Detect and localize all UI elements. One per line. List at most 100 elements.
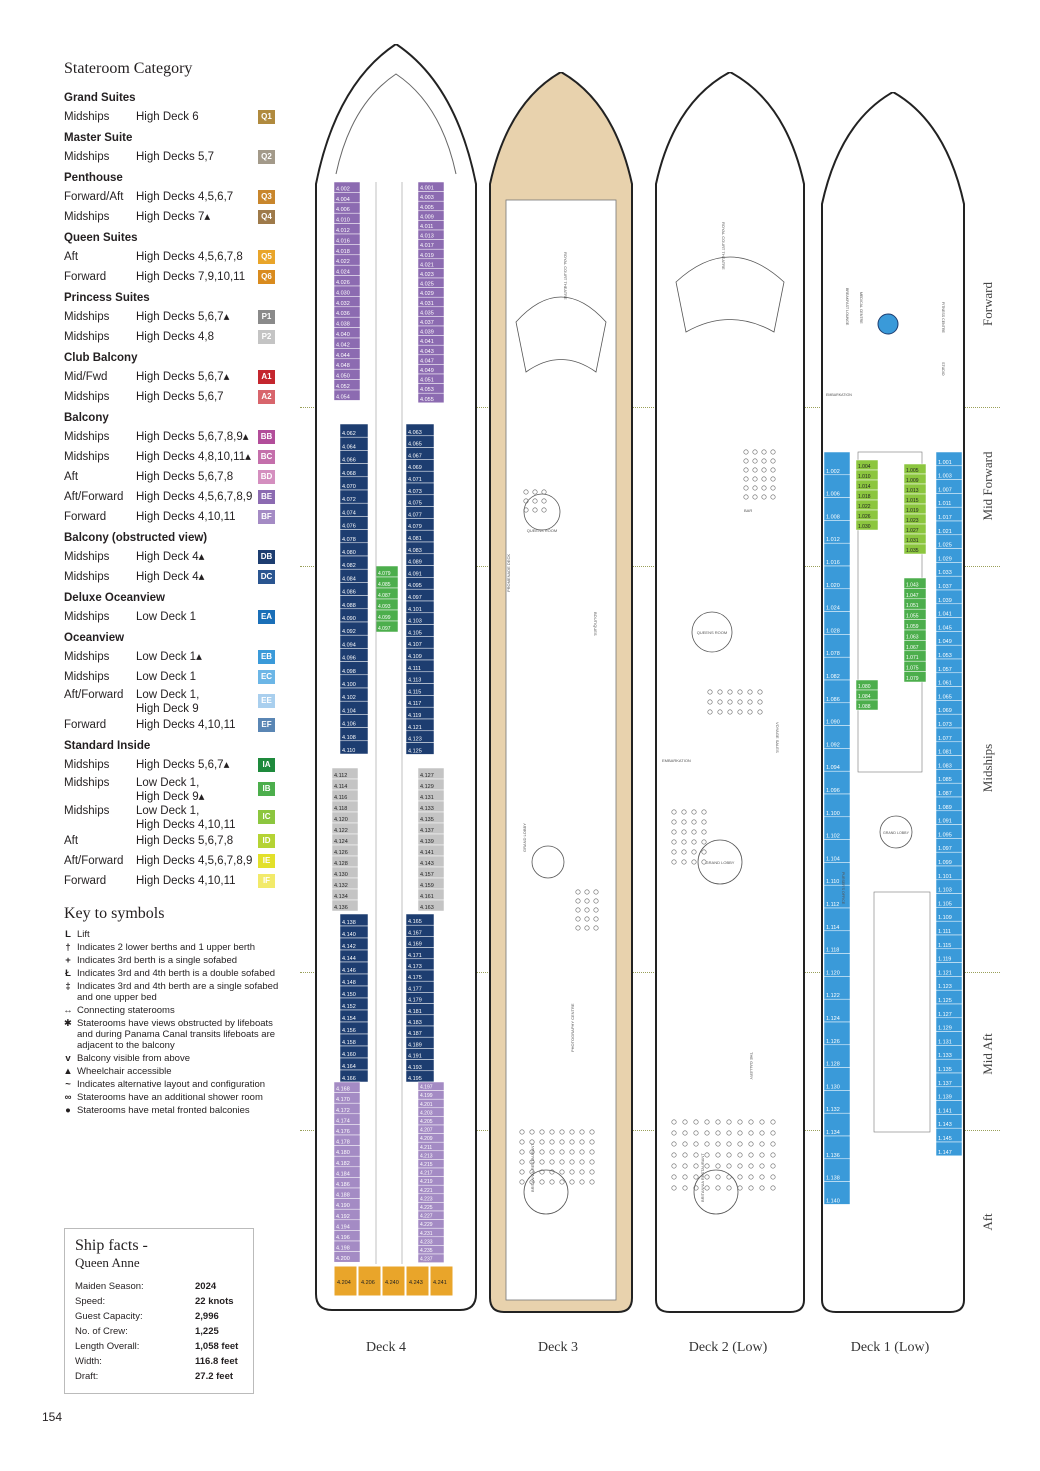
stateroom-number: 1.039 — [938, 598, 952, 604]
stateroom-number: 4.010 — [336, 218, 350, 224]
stateroom-number: 4.184 — [336, 1171, 350, 1177]
stateroom-number: 4.183 — [408, 1020, 422, 1026]
stateroom-number: 1.126 — [826, 1039, 840, 1045]
dining-table — [549, 1179, 555, 1185]
dining-table — [737, 1163, 743, 1169]
stateroom-number: 4.219 — [420, 1179, 433, 1185]
lounge-table — [681, 829, 687, 835]
category-code-badge: P2 — [258, 330, 275, 344]
stateroom-number: 1.035 — [906, 548, 919, 554]
deck-1-hull — [821, 92, 965, 1313]
stateroom-number: 4.166 — [342, 1076, 356, 1082]
stateroom-number: 1.078 — [826, 651, 840, 657]
stateroom-number: 4.104 — [342, 708, 356, 714]
category-code-badge: BE — [258, 490, 275, 504]
royal-court-theatre-seating — [675, 256, 785, 333]
ship-name: Queen Anne — [75, 1255, 140, 1270]
stateroom-number: 4.165 — [408, 919, 422, 925]
stateroom-number: 4.041 — [420, 339, 434, 345]
venue-royal-court-theatre: ROYAL COURT THEATRE — [721, 222, 726, 270]
category-decks: Low Deck 1, High Decks 4,10,11 — [136, 805, 236, 831]
dining-table — [549, 1149, 555, 1155]
stateroom-number: 4.215 — [420, 1162, 433, 1168]
dining-table — [519, 1139, 525, 1145]
stateroom-number: 1.086 — [826, 697, 840, 703]
key-text: Staterooms have metal fronted balconies — [77, 1105, 250, 1116]
stateroom-number: 1.087 — [938, 791, 952, 797]
stateroom-cell — [333, 389, 361, 401]
bar-table — [743, 449, 749, 455]
stateroom-number: 4.163 — [420, 905, 434, 911]
category-code-badge: BD — [258, 470, 275, 484]
bar-table — [743, 476, 749, 482]
stateroom-number: 4.063 — [408, 430, 422, 436]
dining-table — [759, 1119, 765, 1125]
venue-the-gallery: THE GALLERY — [749, 1052, 754, 1080]
stateroom-cell — [331, 899, 359, 912]
stateroom-number: 4.187 — [408, 1031, 422, 1037]
stateroom-cell — [429, 1265, 454, 1297]
stateroom-number: 1.057 — [938, 667, 952, 673]
britannia-restaurant — [693, 1169, 739, 1215]
queens-room — [523, 493, 561, 531]
stateroom-number: 4.004 — [336, 197, 350, 203]
category-location: Midships — [64, 759, 110, 771]
dining-table — [748, 1163, 754, 1169]
stateroom-number: 1.065 — [938, 694, 952, 700]
stateroom-number: 4.106 — [342, 722, 356, 728]
stateroom-number: 4.107 — [408, 642, 422, 648]
dining-table — [579, 1179, 585, 1185]
dining-table — [693, 1185, 699, 1191]
bar-table — [584, 898, 590, 904]
bar-table — [752, 476, 758, 482]
stateroom-number: 4.097 — [378, 626, 391, 632]
deck-1-plan: 1.0021.0061.0081.0121.0161.0201.0241.028… — [821, 92, 965, 1313]
key-symbol-icon: ↔ — [63, 1005, 73, 1016]
dining-table — [737, 1185, 743, 1191]
ship-fact-value: 22 knots — [195, 1296, 234, 1307]
category-group-title: Club Balcony — [64, 352, 138, 364]
stateroom-number: 1.008 — [826, 514, 840, 520]
stateroom-number: 4.021 — [420, 262, 434, 268]
dining-table — [519, 1149, 525, 1155]
stateroom-number: 1.029 — [938, 556, 952, 562]
stateroom-number: 4.194 — [336, 1224, 350, 1230]
lounge-table — [523, 498, 529, 504]
stateroom-number: 4.023 — [420, 272, 434, 278]
dining-table — [559, 1149, 565, 1155]
stateroom-number: 4.132 — [334, 883, 348, 889]
key-item: ✱Staterooms have views obstructed by lif… — [64, 1018, 284, 1051]
bar-table — [761, 458, 767, 464]
ship-fact-value: 1,225 — [195, 1326, 219, 1337]
stateroom-number: 1.075 — [906, 666, 919, 672]
stateroom-number: 4.128 — [334, 861, 348, 867]
category-decks: High Decks 5,6,7▴ — [136, 371, 230, 383]
stateroom-number: 4.075 — [408, 501, 422, 507]
bar-table — [593, 907, 599, 913]
stateroom-number: 4.077 — [408, 512, 422, 518]
stateroom-number: 4.142 — [342, 944, 356, 950]
dining-table — [569, 1159, 575, 1165]
stateroom-number: 4.167 — [408, 930, 422, 936]
stateroom-number: 1.079 — [906, 676, 919, 682]
dining-table — [671, 1119, 677, 1125]
lounge-table — [541, 498, 547, 504]
stateroom-cell — [417, 392, 445, 404]
stateroom-number: 4.040 — [336, 332, 350, 338]
dining-table — [539, 1129, 545, 1135]
stateroom-number: 1.110 — [826, 879, 839, 885]
category-location: Midships — [64, 311, 110, 323]
stateroom-number: 1.111 — [938, 929, 951, 935]
stateroom-number: 1.051 — [906, 603, 919, 609]
stateroom-number: 4.137 — [420, 828, 434, 834]
lounge-table — [541, 489, 547, 495]
stateroom-number: 1.009 — [906, 478, 919, 484]
deck-2-hull — [655, 72, 805, 1313]
dining-table — [704, 1163, 710, 1169]
lounge-table — [671, 819, 677, 825]
dining-table — [671, 1152, 677, 1158]
